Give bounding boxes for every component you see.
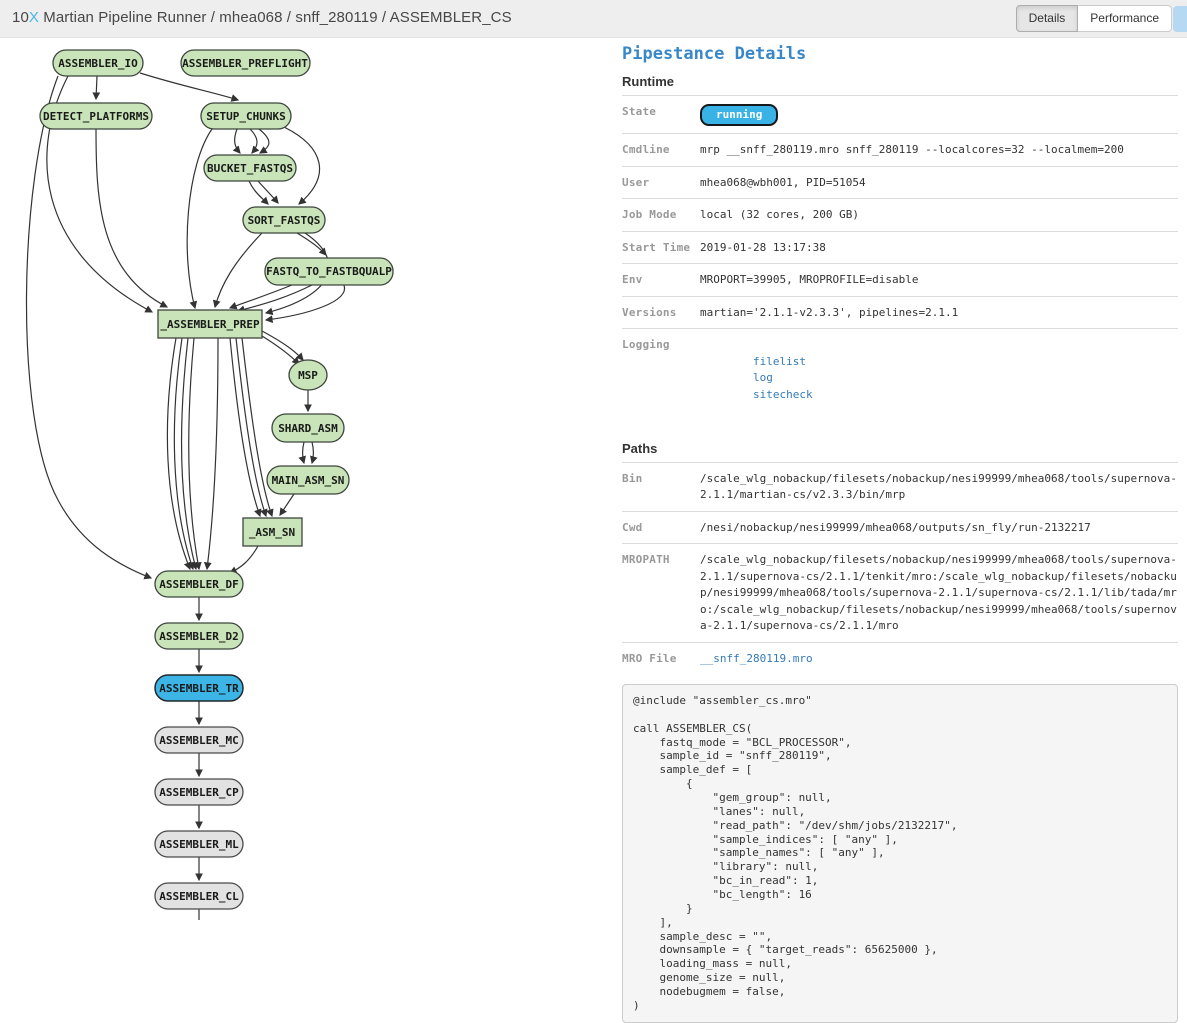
svg-text:DETECT_PLATFORMS: DETECT_PLATFORMS: [43, 110, 149, 123]
svg-text:ASSEMBLER_CL: ASSEMBLER_CL: [159, 890, 239, 903]
svg-text:MSP: MSP: [298, 369, 318, 382]
sitecheck-link[interactable]: sitecheck: [752, 387, 813, 401]
cutoff-blue-element: [1173, 6, 1187, 32]
node-assembler-ml[interactable]: ASSEMBLER_ML: [154, 830, 244, 858]
node-assembler-cp[interactable]: ASSEMBLER_CP: [154, 778, 244, 806]
node-msp[interactable]: MSP: [288, 359, 328, 391]
table-row-cwd: Cwd /nesi/nobackup/nesi99999/mhea068/out…: [622, 512, 1178, 544]
table-row-mro-file: MRO File __snff_280119.mro: [622, 651, 813, 665]
brand-10: 10: [12, 9, 29, 26]
paths-table: Bin /scale_wlg_nobackup/filesets/nobacku…: [622, 461, 1178, 675]
svg-text:ASSEMBLER_TR: ASSEMBLER_TR: [159, 682, 239, 695]
header-bar: 10X Martian Pipeline Runner / mhea068 / …: [0, 0, 1187, 38]
node-assembler-mc[interactable]: ASSEMBLER_MC: [154, 726, 244, 754]
svg-text:SETUP_CHUNKS: SETUP_CHUNKS: [206, 110, 285, 123]
node-assembler-preflight[interactable]: ASSEMBLER_PREFLIGHT: [180, 49, 311, 77]
paths-heading: Paths: [622, 440, 658, 456]
filelist-link[interactable]: filelist: [752, 354, 806, 368]
node-shard-asm[interactable]: SHARD_ASM: [271, 413, 345, 443]
node-sort-fastqs[interactable]: SORT_FASTQS: [242, 206, 326, 234]
pipestance-details-panel: Pipestance Details Runtime State running…: [622, 44, 1178, 1023]
svg-text:SORT_FASTQS: SORT_FASTQS: [248, 214, 321, 227]
runtime-table: State running Cmdline mrp __snff_280119.…: [622, 95, 1178, 427]
node-asm-sn[interactable]: _ASM_SN: [242, 517, 303, 547]
svg-text:BUCKET_FASTQS: BUCKET_FASTQS: [207, 162, 293, 175]
node-assembler-cl[interactable]: ASSEMBLER_CL: [154, 882, 244, 910]
breadcrumb: Martian Pipeline Runner / mhea068 / snff…: [39, 9, 512, 26]
table-row-logging: Logging filelist log sitecheck: [622, 338, 813, 401]
table-row-versions: Versions martian='2.1.1-v2.3.3', pipelin…: [622, 297, 1178, 329]
mro-code: @include "assembler_cs.mro" call ASSEMBL…: [633, 694, 958, 1012]
view-toggle-group: Details Performance: [1015, 5, 1172, 32]
graph-edges: [25, 72, 346, 920]
node-assembler-io[interactable]: ASSEMBLER_IO: [52, 49, 144, 77]
svg-text:ASSEMBLER_PREFLIGHT: ASSEMBLER_PREFLIGHT: [182, 57, 308, 70]
pipeline-graph: ASSEMBLER_IO ASSEMBLER_PREFLIGHT DETECT_…: [25, 49, 394, 920]
svg-text:ASSEMBLER_IO: ASSEMBLER_IO: [58, 57, 138, 70]
svg-text:ASSEMBLER_DF: ASSEMBLER_DF: [159, 578, 238, 591]
svg-text:_ASSEMBLER_PREP: _ASSEMBLER_PREP: [160, 318, 260, 331]
svg-text:SHARD_ASM: SHARD_ASM: [278, 422, 338, 435]
svg-text:_ASM_SN: _ASM_SN: [249, 526, 295, 539]
performance-tab-button[interactable]: Performance: [1078, 5, 1172, 32]
svg-text:ASSEMBLER_MC: ASSEMBLER_MC: [159, 734, 238, 747]
table-row-bin: Bin /scale_wlg_nobackup/filesets/nobacku…: [622, 463, 1178, 512]
node-fastq-to-fastbqualp[interactable]: FASTQ_TO_FASTBQUALP: [264, 257, 394, 286]
runtime-heading: Runtime: [622, 74, 674, 89]
svg-text:MAIN_ASM_SN: MAIN_ASM_SN: [272, 474, 345, 487]
table-row-cmdline: Cmdline mrp __snff_280119.mro snff_28011…: [622, 134, 1178, 167]
node-setup-chunks[interactable]: SETUP_CHUNKS: [200, 102, 292, 130]
table-row-state: State running: [622, 96, 1178, 134]
svg-text:ASSEMBLER_D2: ASSEMBLER_D2: [159, 630, 238, 643]
svg-text:FASTQ_TO_FASTBQUALP: FASTQ_TO_FASTBQUALP: [266, 265, 392, 278]
node-main-asm-sn[interactable]: MAIN_ASM_SN: [266, 465, 350, 495]
node-assembler-tr[interactable]: ASSEMBLER_TR: [154, 674, 244, 702]
table-row-start-time: Start Time 2019-01-28 13:17:38: [622, 232, 1178, 264]
svg-text:ASSEMBLER_ML: ASSEMBLER_ML: [159, 838, 239, 851]
node-assembler-d2[interactable]: ASSEMBLER_D2: [154, 622, 244, 650]
node-assembler-df[interactable]: ASSEMBLER_DF: [154, 570, 244, 598]
brand-x: X: [28, 9, 39, 26]
table-row-mropath: MROPATH /scale_wlg_nobackup/filesets/nob…: [622, 544, 1178, 643]
state-badge: running: [700, 104, 779, 126]
panel-title: Pipestance Details: [622, 44, 807, 64]
page-title: 10X Martian Pipeline Runner / mhea068 / …: [12, 9, 512, 26]
node-assembler-prep[interactable]: _ASSEMBLER_PREP: [157, 309, 263, 339]
mro-file-link[interactable]: __snff_280119.mro: [700, 651, 813, 665]
node-bucket-fastqs[interactable]: BUCKET_FASTQS: [203, 154, 297, 182]
svg-text:ASSEMBLER_CP: ASSEMBLER_CP: [159, 786, 239, 799]
table-row-env: Env MROPORT=39905, MROPROFILE=disable: [622, 264, 1178, 297]
node-detect-platforms[interactable]: DETECT_PLATFORMS: [39, 102, 153, 130]
table-row-user: User mhea068@wbh001, PID=51054: [622, 167, 1178, 199]
mro-code-block: @include "assembler_cs.mro" call ASSEMBL…: [622, 684, 1178, 1023]
table-row-job-mode: Job Mode local (32 cores, 200 GB): [622, 199, 1178, 232]
log-link[interactable]: log: [752, 371, 773, 384]
details-tab-button[interactable]: Details: [1015, 5, 1079, 32]
